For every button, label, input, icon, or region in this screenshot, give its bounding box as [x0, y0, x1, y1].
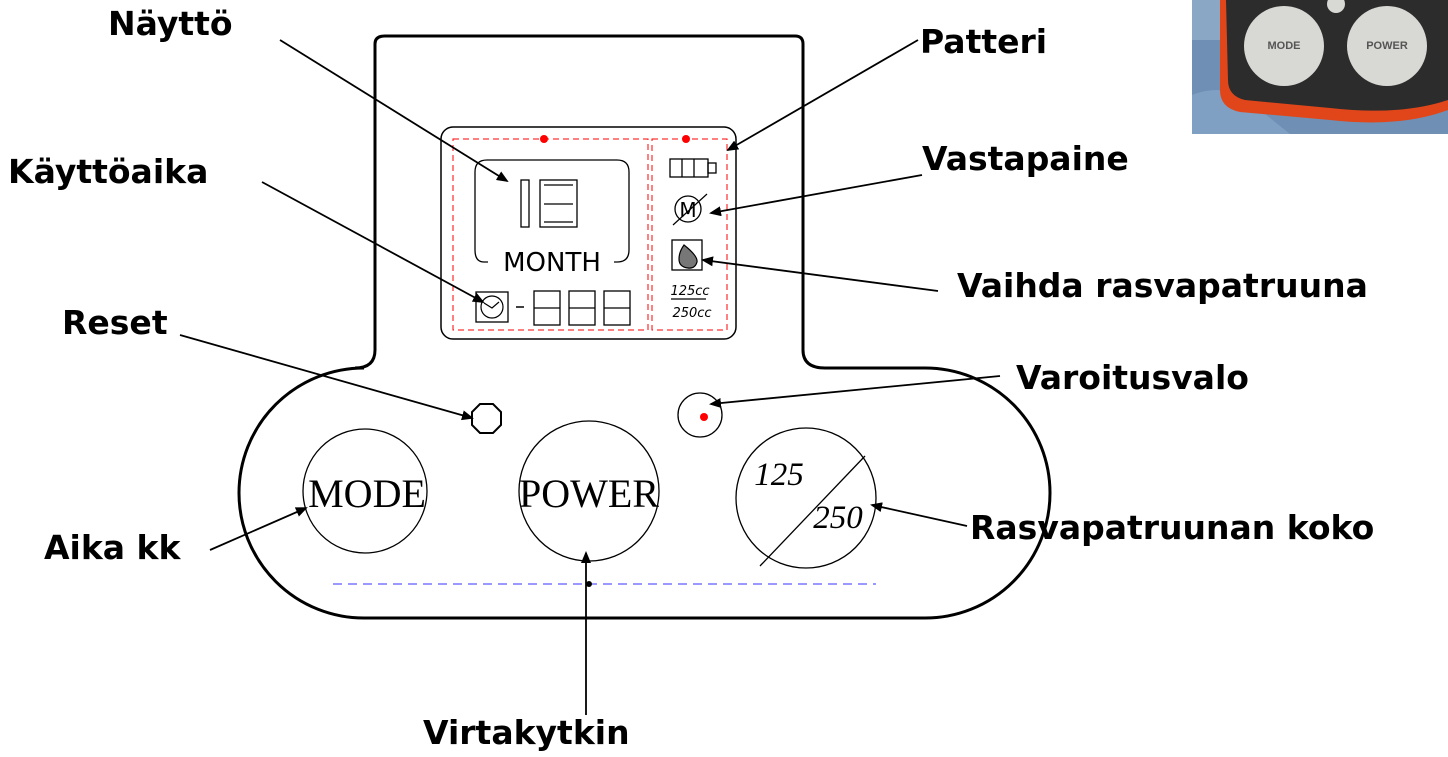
cartridge-size-button[interactable]: 125 250	[735, 427, 877, 569]
reset-button[interactable]	[471, 403, 502, 434]
label-aika-kk: Aika kk	[44, 528, 182, 567]
mode-button[interactable]: MODE	[302, 428, 428, 554]
leader-lines	[179, 39, 1001, 715]
device-outline	[237, 34, 1052, 620]
digit-eight	[539, 179, 578, 228]
leader-varoitusvalo	[709, 375, 1001, 409]
power-button[interactable]: POWER	[518, 420, 660, 562]
motor-symbol: M	[679, 198, 696, 222]
label-reset: Reset	[62, 303, 168, 342]
label-virtakytkin: Virtakytkin	[423, 713, 630, 752]
leader-patteri	[726, 39, 919, 152]
photo-power-button	[1347, 6, 1427, 86]
grease-drop-icon	[671, 239, 703, 271]
lcd-display: MONTH M 125cc	[440, 126, 737, 340]
power-button-label: POWER	[519, 471, 659, 516]
digit-one	[520, 179, 530, 228]
month-label: MONTH	[503, 248, 601, 278]
size-250-label: 250	[813, 500, 863, 536]
size-125-label: 125	[754, 457, 804, 493]
mode-button-label: MODE	[308, 471, 426, 516]
photo-power-label: POWER	[1366, 40, 1408, 52]
label-rasvapatruunan-koko: Rasvapatruunan koko	[970, 508, 1374, 547]
warning-light	[677, 392, 723, 438]
cartridge-250-label: 250cc	[672, 306, 711, 321]
label-kayttoaika: Käyttöaika	[8, 152, 208, 191]
label-varoitusvalo: Varoitusvalo	[1016, 358, 1249, 397]
photo-mode-label: MODE	[1268, 40, 1301, 52]
device-photo: MODE POWER	[1192, 0, 1448, 134]
label-vastapaine: Vastapaine	[922, 139, 1129, 178]
cartridge-125-label: 125cc	[670, 284, 709, 299]
leader-naytto	[279, 39, 509, 183]
battery-icon	[669, 158, 717, 178]
leader-vaihda	[701, 256, 939, 292]
label-patteri: Patteri	[920, 22, 1047, 61]
clock-icon	[475, 291, 509, 323]
motor-icon: M	[672, 193, 708, 226]
hour-digits	[533, 290, 631, 326]
leader-aika-kk	[209, 507, 308, 551]
label-vaihda: Vaihda rasvapatruuna	[957, 266, 1368, 305]
label-naytto: Näyttö	[108, 4, 233, 43]
photo-mode-button	[1244, 6, 1324, 86]
leader-reset	[179, 334, 474, 421]
leader-vastapaine	[709, 174, 923, 217]
leader-rasvapatruunan-koko	[870, 502, 968, 527]
leader-kayttoaika	[261, 181, 485, 303]
